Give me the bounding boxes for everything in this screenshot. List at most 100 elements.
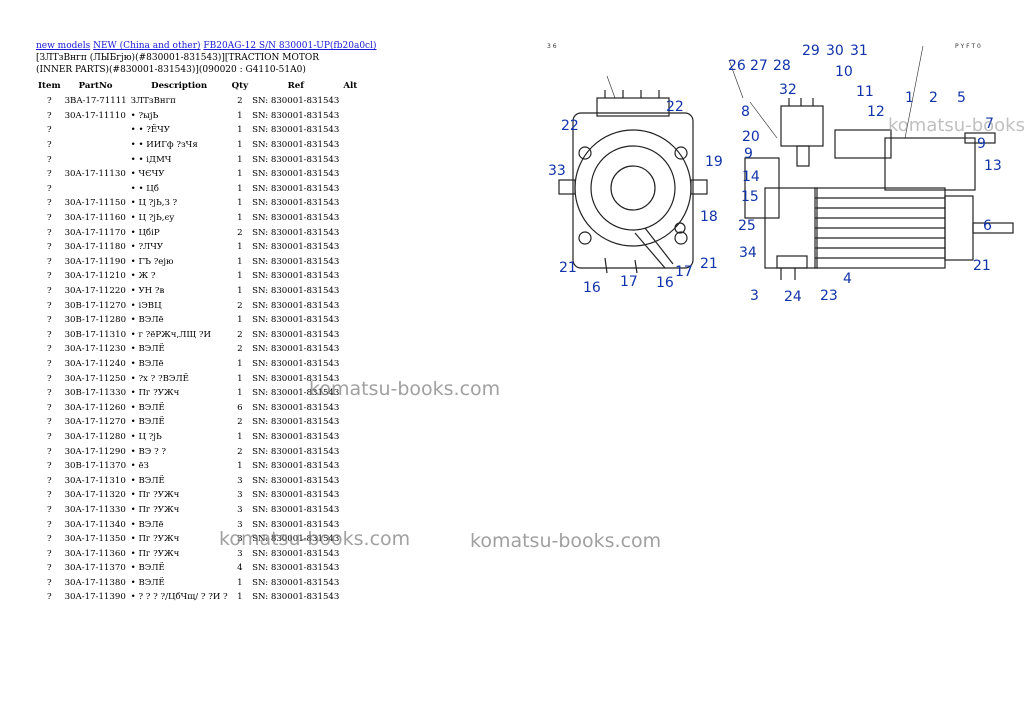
alt-cell: [341, 430, 359, 445]
parts-list-panel: new models NEW (China and other) FB20AG-…: [36, 40, 376, 605]
item-cell: ?: [46, 373, 52, 384]
qty-cell: 1: [237, 213, 243, 224]
qty-cell: 1: [237, 154, 243, 165]
description-cell: • ВЭЛЁ: [130, 475, 165, 486]
watermark-diagram: komatsu-books: [888, 115, 1024, 136]
description-cell: • ?х ? ?ВЭЛЁ: [130, 373, 189, 384]
ref-cell: SN: 830001-831543: [252, 329, 340, 340]
qty-cell: 1: [237, 242, 243, 253]
side-boss: [690, 179, 708, 195]
partno-cell: 30A-17-11310: [64, 475, 126, 486]
bolt-hole: [674, 146, 688, 160]
callout-number: 20: [742, 129, 760, 145]
item-cell: ?: [46, 286, 52, 297]
callout-number: 14: [742, 169, 760, 185]
qty-cell: 1: [237, 198, 243, 209]
description-cell: • Пг ?УЖч: [130, 388, 180, 399]
callout-number: 8: [741, 104, 750, 120]
callout-number: 26: [728, 58, 746, 74]
alt-cell: [341, 590, 359, 605]
bolt-hole: [578, 231, 592, 245]
description-cell: • ВЭЛЁ: [130, 417, 165, 428]
item-cell: ?: [46, 300, 52, 311]
side-boss: [558, 179, 576, 195]
ref-cell: SN: 830001-831543: [252, 110, 340, 121]
breadcrumb-link-model[interactable]: FB20AG-12 S/N 830001-UP(fb20a0cl): [203, 41, 377, 51]
output-shaft: [972, 222, 1014, 234]
qty-cell: 4: [237, 563, 243, 574]
breadcrumb-link-new-china[interactable]: NEW (China and other): [93, 41, 201, 51]
callout-number: 22: [561, 118, 579, 134]
shaft-bore: [610, 165, 656, 211]
ref-cell: SN: 830001-831543: [252, 256, 340, 267]
qty-cell: 6: [237, 402, 243, 413]
ref-cell: SN: 830001-831543: [252, 344, 340, 355]
qty-cell: 1: [237, 169, 243, 180]
description-cell: • ВЭЛё: [130, 315, 164, 326]
partno-cell: 30A-17-11340: [64, 519, 126, 530]
callout-number: 17: [620, 274, 638, 290]
callout-number: 3: [750, 288, 759, 304]
ref-cell: SN: 830001-831543: [252, 300, 340, 311]
partno-cell: 30A-17-11250: [64, 373, 126, 384]
item-cell: ?: [46, 256, 52, 267]
callout-number: 13: [984, 158, 1002, 174]
qty-cell: 1: [237, 140, 243, 151]
callout-number: 24: [784, 289, 802, 305]
item-cell: ?: [46, 183, 52, 194]
description-cell: • ЦбіР: [130, 227, 160, 238]
qty-cell: 1: [237, 461, 243, 472]
callout-number: 23: [820, 288, 838, 304]
ref-cell: SN: 830001-831543: [252, 461, 340, 472]
callout-number: 19: [705, 154, 723, 170]
callout-number: 12: [867, 104, 885, 120]
alt-cell: [341, 240, 359, 255]
col-qty: Qty: [231, 81, 249, 91]
table-header-row: Item PartNo Description Qty Ref Alt: [36, 78, 359, 94]
item-cell: ?: [46, 519, 52, 530]
description-cell: • ВЭЛЁ: [130, 563, 165, 574]
item-cell: ?: [46, 577, 52, 588]
item-cell: ?: [46, 592, 52, 603]
alt-cell: [341, 488, 359, 503]
alt-cell: [341, 225, 359, 240]
breadcrumb: new models NEW (China and other) FB20AG-…: [36, 40, 376, 52]
callout-number: 7: [985, 116, 994, 132]
partno-cell: 30A-17-11330: [64, 504, 126, 515]
alt-cell: [341, 576, 359, 591]
partno-cell: 30A-17-11170: [64, 227, 126, 238]
end-cover: [744, 157, 780, 219]
description-cell: • ёЗ: [130, 461, 149, 472]
description-cell: • • ?ЁЧУ: [130, 125, 170, 136]
callout-number: 21: [559, 260, 577, 276]
qty-cell: 2: [237, 344, 243, 355]
item-cell: ?: [46, 490, 52, 501]
qty-cell: 2: [237, 96, 243, 107]
alt-cell: [341, 357, 359, 372]
description-cell: • ВЭ ? ?: [130, 446, 167, 457]
item-cell: ?: [46, 96, 52, 107]
description-cell: • ВЭЛЁ: [130, 577, 165, 588]
alt-cell: [341, 196, 359, 211]
item-cell: ?: [46, 169, 52, 180]
breadcrumb-link-new-models[interactable]: new models: [36, 41, 91, 51]
ref-cell: SN: 830001-831543: [252, 475, 340, 486]
partno-cell: 30B-17-11270: [64, 300, 127, 311]
callout-number: 33: [548, 163, 566, 179]
alt-cell: [341, 415, 359, 430]
description-cell: • ВЭЛЁ: [130, 344, 165, 355]
description-cell: • ВЭЛё: [130, 358, 164, 369]
